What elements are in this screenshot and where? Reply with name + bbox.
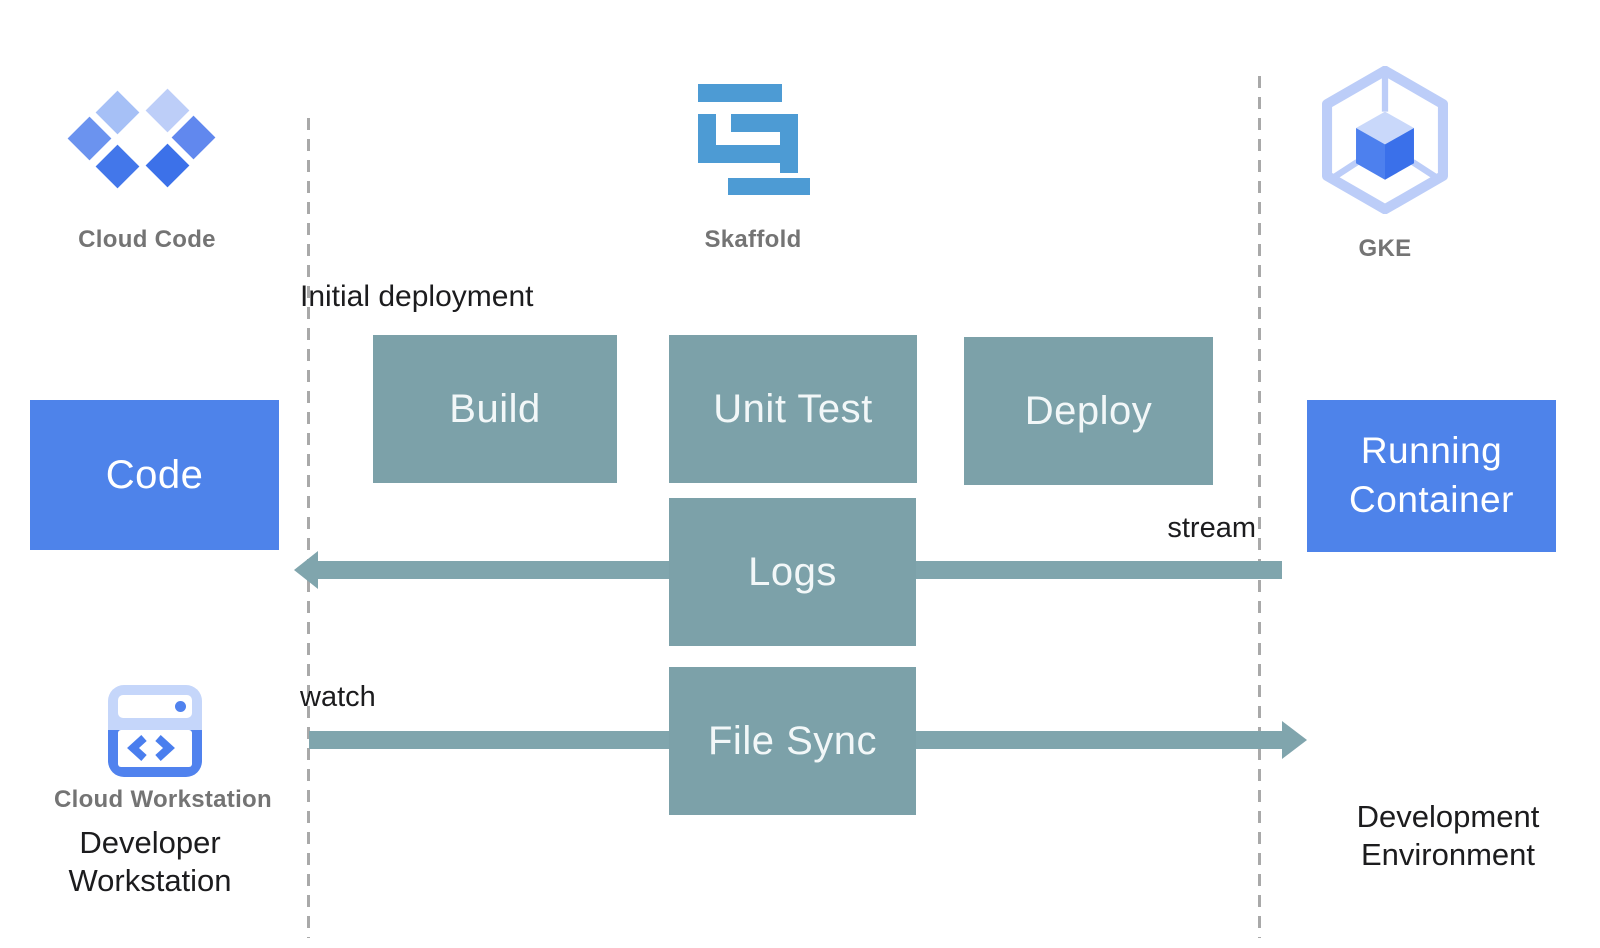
window-titlebar [118, 695, 192, 718]
skaffold-icon [695, 78, 811, 198]
stream-label: stream [1167, 512, 1256, 544]
cloud-workstation-label: Cloud Workstation [54, 786, 272, 813]
initial-deployment-annotation: Initial deployment [300, 280, 534, 313]
code-bracket-left-icon [127, 735, 147, 761]
skaffold-bar [698, 145, 781, 163]
skaffold-bar [698, 84, 782, 102]
cube-top-face [1356, 111, 1414, 145]
logs-box-label: Logs [748, 549, 837, 594]
developer-workstation-boundary-line [307, 118, 310, 938]
cube-right-face [1385, 128, 1414, 180]
cloud-workstation-icon [108, 685, 202, 777]
skaffold-bar [780, 114, 798, 173]
unit-test-step-box: Unit Test [669, 335, 917, 483]
file-sync-box-label: File Sync [708, 718, 877, 763]
cube-left-face [1356, 128, 1385, 180]
diamond-shape [95, 144, 140, 189]
logs-box: Logs [669, 498, 916, 646]
titlebar-dot-icon [175, 701, 186, 712]
code-box: Code [30, 400, 279, 550]
cloud-code-label: Cloud Code [78, 226, 216, 253]
deploy-step-label: Deploy [1024, 388, 1153, 433]
skaffold-label: Skaffold [704, 226, 802, 253]
arrowhead-right-icon [1282, 721, 1307, 759]
developer-workstation-zone-label: Developer Workstation [68, 825, 232, 899]
spoke-line [1330, 159, 1359, 182]
cloud-code-icon [67, 88, 219, 192]
code-bracket-right-icon [155, 735, 175, 761]
arrowhead-left-icon [294, 551, 318, 589]
diamond-shape [95, 90, 140, 135]
running-container-box: Running Container [1307, 400, 1556, 552]
skaffold-bar [728, 178, 810, 195]
unit-test-step-label: Unit Test [713, 386, 873, 431]
build-step-box: Build [373, 335, 617, 483]
deploy-step-box: Deploy [964, 337, 1213, 485]
watch-label: watch [300, 681, 376, 713]
gke-icon [1322, 66, 1448, 214]
gke-label: GKE [1358, 235, 1412, 262]
development-environment-zone-label: Development Environment [1356, 799, 1540, 873]
window-body [118, 730, 192, 767]
code-box-label: Code [105, 452, 204, 497]
diamond-shape [67, 116, 112, 161]
development-environment-boundary-line [1258, 76, 1261, 938]
running-container-label: Running Container [1349, 430, 1514, 520]
hexagon-outline [1322, 66, 1448, 214]
build-step-label: Build [449, 386, 541, 431]
diamond-shape [145, 143, 190, 188]
spoke-line [1411, 159, 1440, 182]
file-sync-box: File Sync [669, 667, 916, 815]
diamond-shape [171, 115, 216, 160]
